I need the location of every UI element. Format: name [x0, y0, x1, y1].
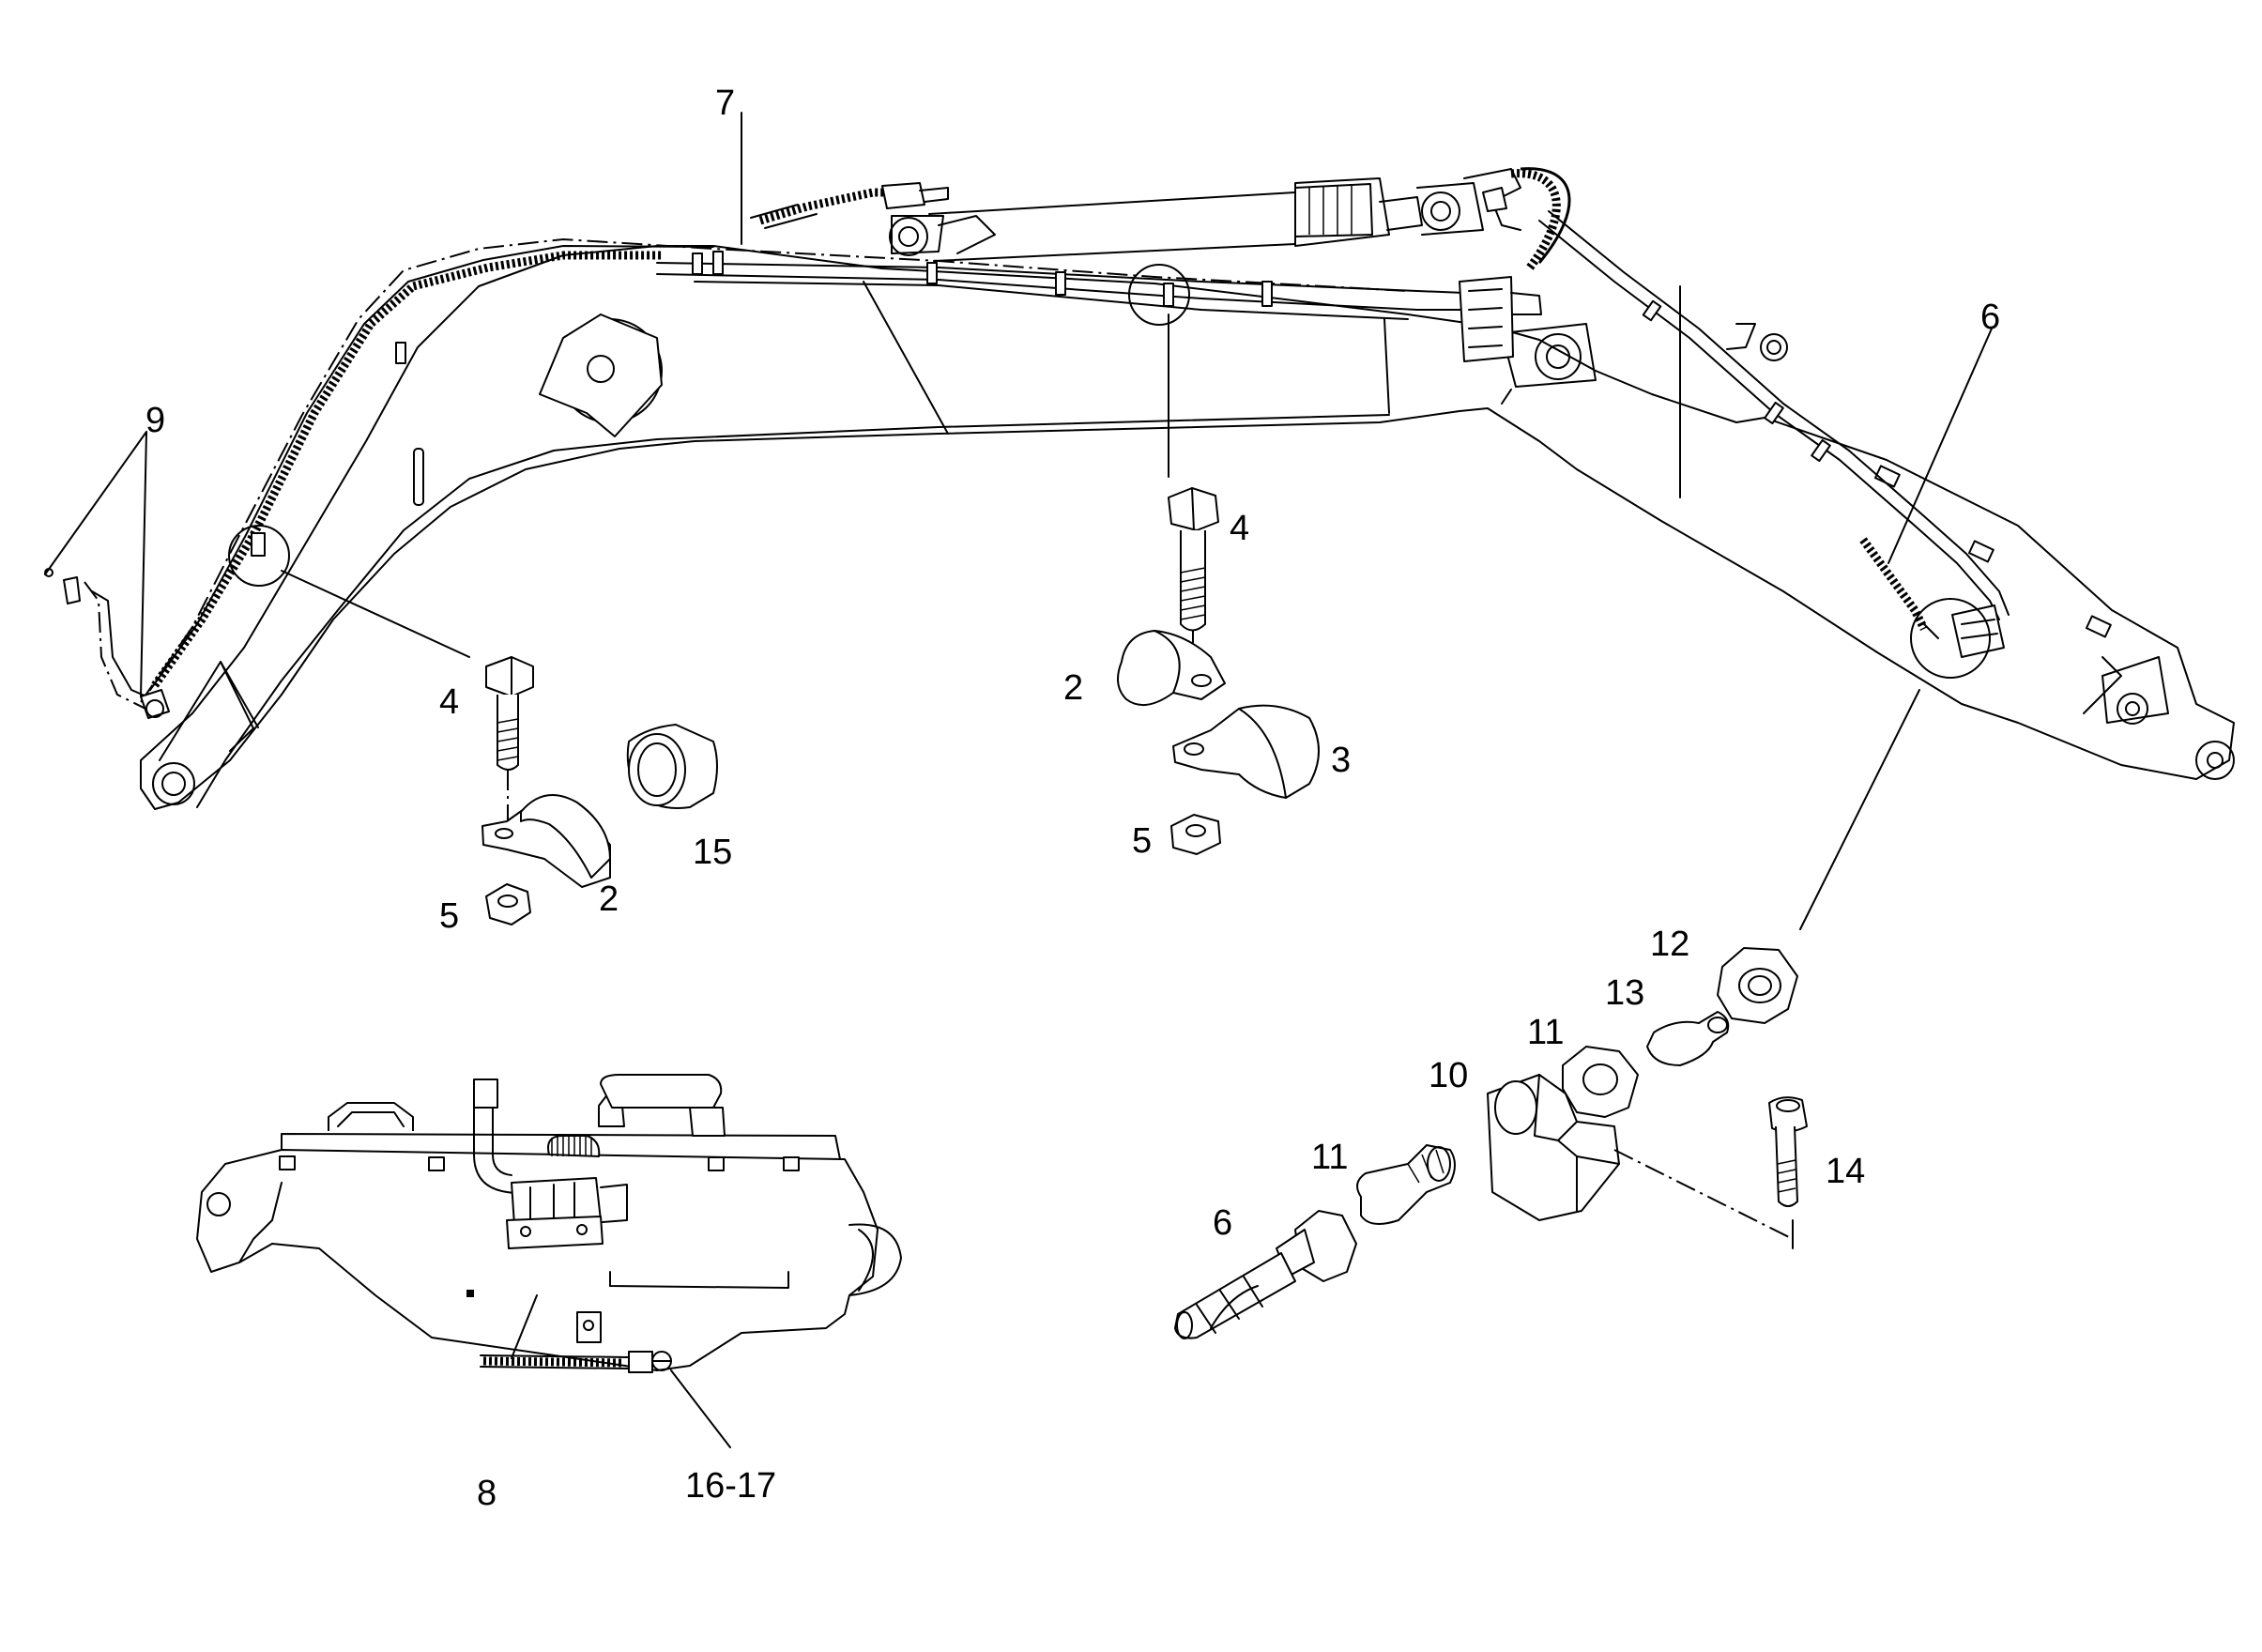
- callout-label: 14: [1826, 1152, 1865, 1191]
- callout-label: 11: [1527, 1013, 1564, 1052]
- callout-label: 2: [1063, 668, 1083, 708]
- callout-label: 3: [1331, 741, 1351, 780]
- callout-label: 9: [145, 401, 165, 440]
- detail-markers: [228, 264, 1991, 679]
- callout-label: 10: [1429, 1056, 1468, 1095]
- callout-labels: 7 9 6 4 5 2 15 4 2 3 5 12 13 11 10 11 6 …: [145, 84, 2000, 1513]
- leader-lines: [44, 112, 1993, 1448]
- callout-label: 5: [439, 896, 459, 936]
- callout-label: 13: [1605, 973, 1644, 1013]
- callout-label: 12: [1650, 925, 1689, 964]
- hydraulic-cylinder: [889, 177, 1597, 405]
- callout-label: 6: [1213, 1203, 1232, 1243]
- callout-label: 16-17: [685, 1466, 776, 1506]
- clamp-assembly-center: [1117, 487, 1320, 855]
- fitting-assembly: [1174, 947, 1808, 1339]
- callout-label: 11: [1311, 1138, 1348, 1177]
- callout-label: 6: [1980, 298, 2000, 337]
- callout-label: 7: [715, 84, 735, 123]
- callout-label: 5: [1132, 821, 1152, 861]
- callout-label: 2: [599, 880, 619, 919]
- detail-view-bottom: [196, 1074, 902, 1373]
- clamp-assembly-left: [481, 656, 718, 925]
- callout-label: 15: [693, 833, 732, 872]
- callout-label: 4: [439, 682, 459, 722]
- hose-routing: [44, 167, 2010, 719]
- callout-label: 8: [477, 1474, 497, 1513]
- callout-label: 4: [1230, 509, 1249, 548]
- excavator-boom: [140, 245, 2235, 810]
